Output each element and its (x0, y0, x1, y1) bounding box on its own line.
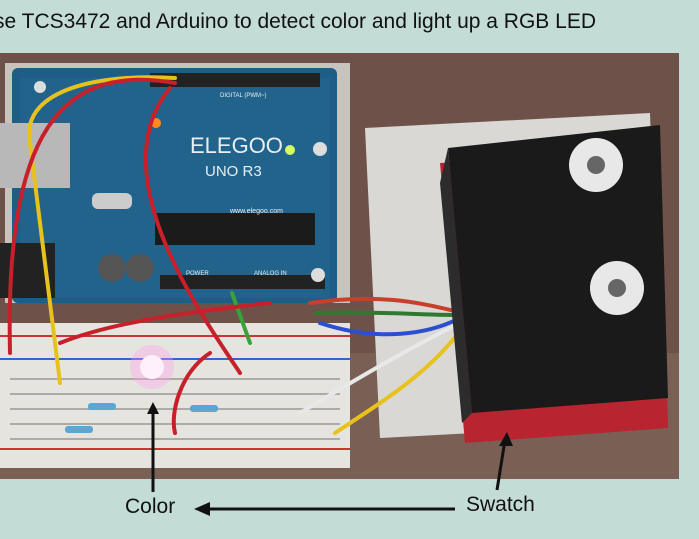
board-url: www.elegoo.com (229, 208, 283, 215)
arduino-board: ELEGOO UNO R3 www.elegoo.com POWER ANALO… (0, 68, 337, 303)
circuit-photo: ELEGOO UNO R3 www.elegoo.com POWER ANALO… (0, 53, 679, 479)
status-led (285, 145, 295, 155)
analog-pin-label: ANALOG IN (254, 271, 287, 277)
digital-pin-label: DIGITAL (PWM~) (220, 93, 267, 99)
swatch (440, 125, 668, 443)
rgb-led (140, 355, 164, 379)
color-label: Color (125, 495, 176, 518)
board-brand: ELEGOO (190, 133, 283, 158)
power-pin-label: POWER (186, 271, 209, 277)
wires (7, 75, 464, 435)
board-model: UNO R3 (205, 163, 262, 180)
swatch-label: Swatch (466, 493, 535, 516)
figure-caption: se TCS3472 and Arduino to detect color a… (0, 10, 596, 33)
breadboard (0, 323, 350, 468)
